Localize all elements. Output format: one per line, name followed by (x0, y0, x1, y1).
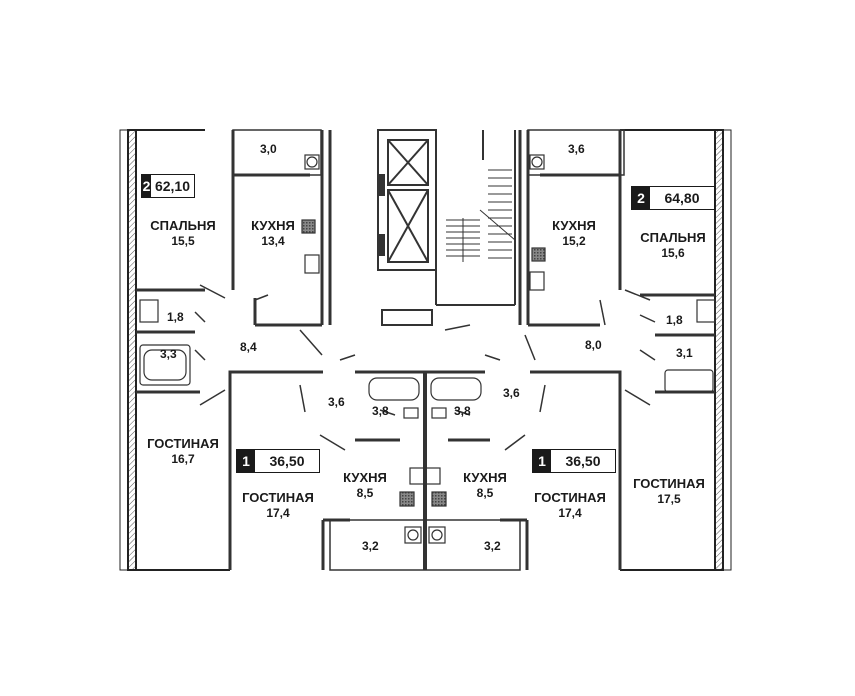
room-label-kitchen-left: КУХНЯ 13,4 (238, 218, 308, 249)
room-label-kitchen-right: КУХНЯ 15,2 (539, 218, 609, 249)
room-count: 1 (533, 450, 551, 472)
area-wc-left: 1,8 (167, 310, 184, 324)
room-area: 15,5 (171, 234, 195, 249)
room-area: 15,6 (661, 246, 685, 261)
outer-walls (119, 129, 732, 571)
area-balcony-bottom-left: 3,2 (362, 539, 379, 553)
room-label-living-left: ГОСТИНАЯ 17,4 (235, 490, 321, 521)
room-area: 17,4 (266, 506, 290, 521)
apartment-badge-top-right: 2 64,80 (631, 186, 715, 210)
fixtures (139, 154, 716, 544)
apartment-badge-bottom-right: 1 36,50 (532, 449, 616, 473)
room-count: 2 (142, 175, 151, 197)
lower-units (228, 370, 622, 571)
room-area: 15,2 (562, 234, 586, 249)
area-hall-left: 8,4 (240, 340, 257, 354)
room-label-bedroom-right: СПАЛЬНЯ 15,6 (633, 230, 713, 261)
area-balcony-top-right: 3,6 (568, 142, 585, 156)
room-label-living-far-right: ГОСТИНАЯ 17,5 (626, 476, 712, 507)
room-name: КУХНЯ (463, 470, 507, 485)
apartment-area: 36,50 (565, 453, 601, 469)
apartment-badge-top-left: 2 62,10 (141, 174, 195, 198)
room-label-kitchen-center-left: КУХНЯ 8,5 (335, 470, 395, 501)
room-name: ГОСТИНАЯ (534, 490, 606, 505)
area-balcony-bottom-right: 3,2 (484, 539, 501, 553)
room-area: 8,5 (476, 486, 494, 501)
area-bath-center-right: 3,8 (454, 404, 471, 418)
room-name: ГОСТИНАЯ (242, 490, 314, 505)
room-area: 8,5 (356, 486, 374, 501)
room-name: СПАЛЬНЯ (150, 218, 216, 233)
room-label-kitchen-center-right: КУХНЯ 8,5 (455, 470, 515, 501)
door-swings (194, 284, 656, 451)
apartment-area: 64,80 (664, 190, 700, 206)
area-wc-right: 1,8 (666, 313, 683, 327)
room-name: ГОСТИНАЯ (633, 476, 705, 491)
room-label-bedroom-left: СПАЛЬНЯ 15,5 (143, 218, 223, 249)
apartment-area: 36,50 (269, 453, 305, 469)
room-count: 2 (632, 187, 650, 209)
room-count: 1 (237, 450, 255, 472)
room-name: СПАЛЬНЯ (640, 230, 706, 245)
apartment-area: 62,10 (154, 178, 190, 194)
area-hall-center-left: 3,6 (328, 395, 345, 409)
area-bath-center-left: 3,8 (372, 404, 389, 418)
room-name: КУХНЯ (343, 470, 387, 485)
apartment-badge-bottom-left: 1 36,50 (236, 449, 320, 473)
area-bath-left: 3,3 (160, 347, 177, 361)
area-hall-right: 8,0 (585, 338, 602, 352)
room-name: КУХНЯ (552, 218, 596, 233)
room-name: ГОСТИНАЯ (147, 436, 219, 451)
stairwell (377, 129, 516, 326)
room-label-living-right: ГОСТИНАЯ 17,4 (527, 490, 613, 521)
area-hall-center-right: 3,6 (503, 386, 520, 400)
area-bath-right: 3,1 (676, 346, 693, 360)
room-area: 16,7 (171, 452, 195, 467)
room-label-living-far-left: ГОСТИНАЯ 16,7 (140, 436, 226, 467)
room-area: 17,4 (558, 506, 582, 521)
area-balcony-top-left: 3,0 (260, 142, 277, 156)
room-name: КУХНЯ (251, 218, 295, 233)
room-area: 17,5 (657, 492, 681, 507)
interior-walls (136, 130, 715, 394)
room-area: 13,4 (261, 234, 285, 249)
